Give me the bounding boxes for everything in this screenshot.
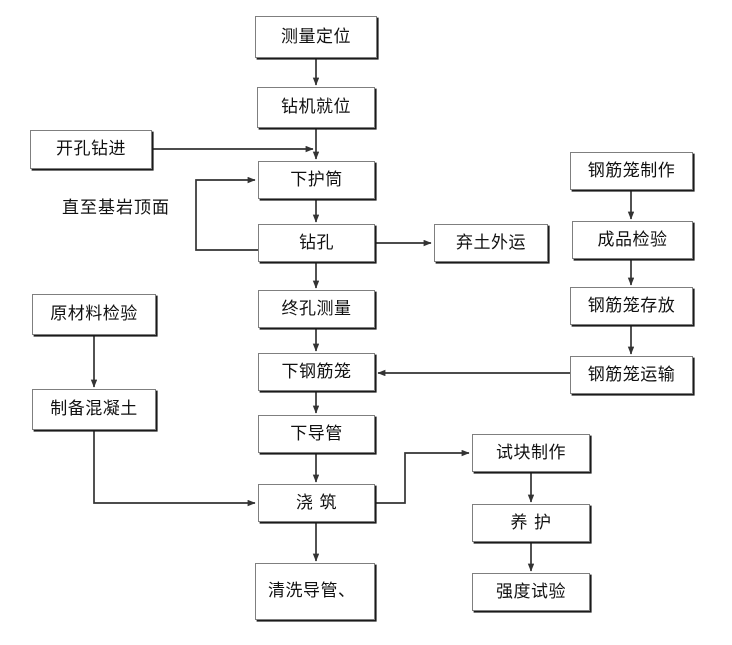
- node-label: 下护筒: [290, 169, 343, 190]
- label-until-bedrock: 直至基岩顶面: [62, 200, 170, 217]
- node-label: 制备混凝土: [50, 399, 138, 419]
- node-label: 养 护: [510, 512, 552, 533]
- node-lower-casing[interactable]: 下护筒: [258, 161, 375, 199]
- node-lower-rebar-cage[interactable]: 下钢筋笼: [258, 353, 375, 391]
- free-label-text: 直至基岩顶面: [62, 198, 170, 218]
- node-label: 钢筋笼运输: [587, 364, 676, 385]
- node-label: 强度试验: [496, 581, 566, 602]
- node-label: 钻机就位: [281, 97, 351, 117]
- node-label: 试块制作: [496, 442, 566, 463]
- node-raw-material-inspection[interactable]: 原材料检验: [32, 294, 156, 335]
- node-label: 测量定位: [281, 26, 351, 47]
- node-measure-position[interactable]: 测量定位: [255, 16, 377, 58]
- node-final-hole-survey[interactable]: 终孔测量: [258, 290, 375, 328]
- node-rebar-cage-storage[interactable]: 钢筋笼存放: [570, 287, 693, 325]
- node-strength-test[interactable]: 强度试验: [472, 573, 590, 611]
- node-spoil-transport[interactable]: 弃土外运: [434, 224, 548, 262]
- node-label: 钢筋笼存放: [587, 295, 676, 316]
- node-label: 开孔钻进: [56, 139, 126, 159]
- node-pouring[interactable]: 浇 筑: [258, 484, 375, 522]
- connector-drill-feedback-loop: [195, 176, 258, 251]
- node-label: 钻孔: [299, 232, 334, 253]
- node-rebar-cage-fabrication[interactable]: 钢筋笼制作: [570, 152, 693, 190]
- node-open-hole-drilling[interactable]: 开孔钻进: [30, 130, 152, 169]
- node-label: 成品检验: [597, 229, 668, 250]
- node-label: 终孔测量: [281, 298, 352, 319]
- connector-concrete-to-pouring: [93, 430, 256, 507]
- connector-pouring-to-test-block: [375, 449, 470, 504]
- node-test-block-making[interactable]: 试块制作: [472, 434, 590, 472]
- node-clean-tremie[interactable]: 清洗导管、: [255, 563, 375, 620]
- node-drill-hole[interactable]: 钻孔: [258, 224, 375, 262]
- node-rig-in-place[interactable]: 钻机就位: [257, 87, 375, 128]
- node-rebar-cage-transport[interactable]: 钢筋笼运输: [570, 356, 693, 394]
- node-label: 下钢筋笼: [281, 361, 352, 382]
- node-label: 弃土外运: [456, 232, 526, 253]
- node-label: 清洗导管、: [268, 581, 356, 601]
- node-label: 下导管: [290, 423, 343, 444]
- node-lower-tremie[interactable]: 下导管: [258, 415, 375, 453]
- node-label: 钢筋笼制作: [587, 160, 676, 181]
- node-prepare-concrete[interactable]: 制备混凝土: [32, 389, 156, 430]
- node-product-inspection[interactable]: 成品检验: [572, 221, 693, 259]
- node-label: 浇 筑: [296, 492, 337, 513]
- node-label: 原材料检验: [50, 304, 138, 324]
- node-curing[interactable]: 养 护: [472, 504, 590, 542]
